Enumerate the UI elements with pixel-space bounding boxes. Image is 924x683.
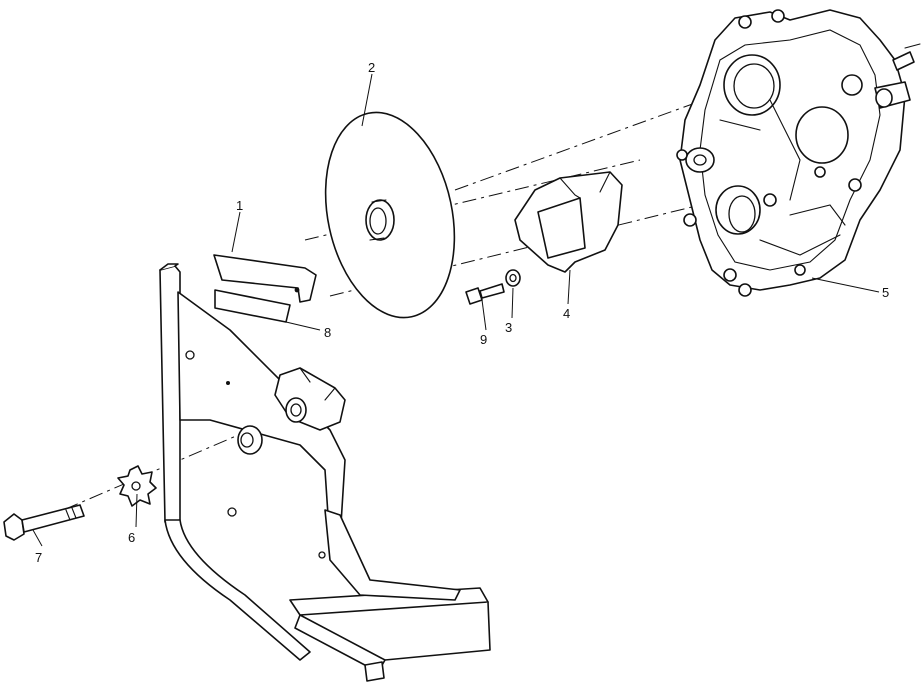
- callout-3: 3: [505, 320, 512, 335]
- chassis-frame: [159, 263, 491, 682]
- leader-lines: [32, 73, 880, 547]
- washer: [505, 269, 521, 287]
- callout-4: 4: [563, 306, 570, 321]
- callout-9: 9: [480, 332, 487, 347]
- callout-labels: 1 2 3 4 5 6 7 8 9: [35, 60, 889, 565]
- long-bolt: [3, 504, 85, 541]
- bushing: [274, 367, 346, 431]
- caliper-bracket: [514, 171, 623, 273]
- chaincase-cover: [676, 9, 921, 297]
- callout-6: 6: [128, 530, 135, 545]
- short-bolt: [465, 283, 505, 305]
- star-washer: [117, 465, 157, 507]
- pad-strip: [214, 289, 291, 323]
- callout-7: 7: [35, 550, 42, 565]
- callout-5: 5: [882, 285, 889, 300]
- callout-8: 8: [324, 325, 331, 340]
- brake-disc: [324, 111, 456, 319]
- callout-2: 2: [368, 60, 375, 75]
- brake-bracket: [213, 254, 317, 303]
- callout-1: 1: [236, 198, 243, 213]
